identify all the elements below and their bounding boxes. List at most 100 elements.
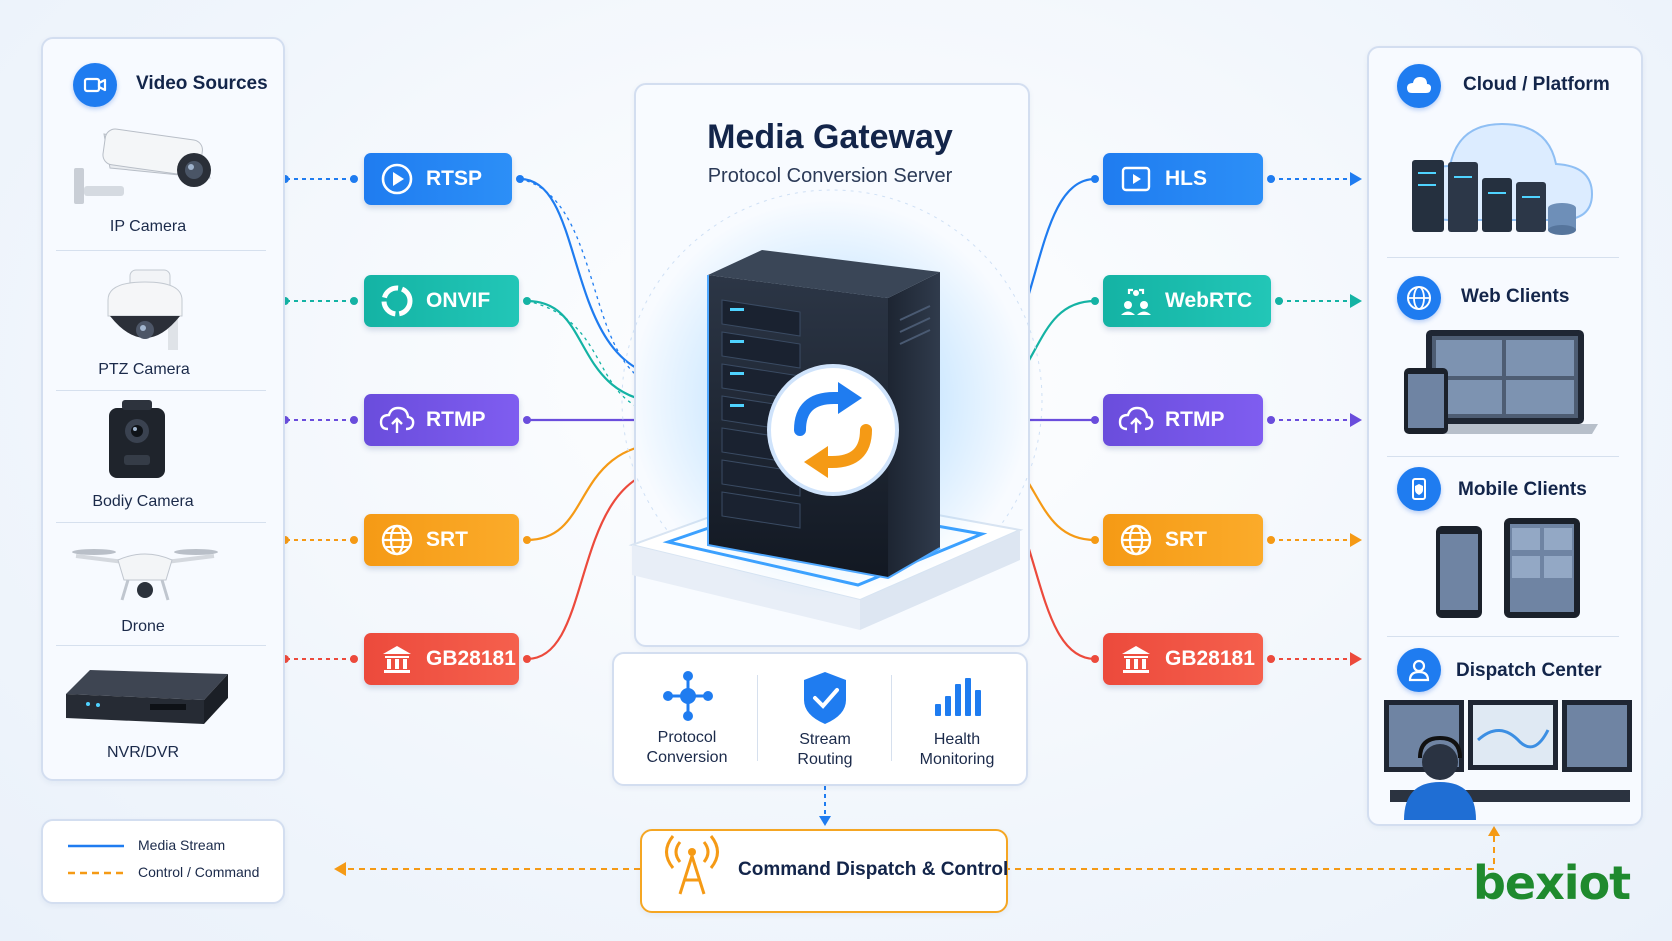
globe-icon [378,521,416,559]
divider [56,645,266,646]
divider [1387,456,1619,457]
video-camera-icon [73,63,117,107]
web-clients-illustration [1404,330,1598,434]
output-label: GB28181 [1165,647,1255,670]
cloud-servers-illustration [1412,122,1594,235]
input-label: ONVIF [426,289,491,312]
command-dispatch-label: Command Dispatch & Control [738,859,1009,880]
device-label-ptz-camera: PTZ Camera [98,361,190,378]
government-building-icon [1117,640,1155,678]
gateway-title: Media Gateway [707,118,953,156]
connector-dot [350,655,358,663]
command-right-line [1004,836,1495,870]
video-sources-title: Video Sources [136,73,268,94]
legend-label-media: Media Stream [138,837,226,853]
drone-icon [72,549,218,601]
output-pill-webrtc: WebRTC [1103,275,1271,327]
legend-box [41,819,285,904]
video-play-icon [1117,160,1155,198]
output-label: HLS [1165,167,1207,190]
gateway-subtitle: Protocol Conversion Server [707,165,953,187]
body-camera-icon [109,400,165,478]
ip-camera-icon [74,128,211,204]
dispatch-center-illustration [1384,700,1632,820]
destination-title-mobile-clients: Mobile Clients [1458,479,1587,500]
input-pill-onvif: ONVIF [364,275,519,327]
feature-label-stream-routing: Stream Routing [797,731,853,768]
divider [56,522,266,523]
output-pill-hls: HLS [1103,153,1263,205]
globe-icon [1397,276,1441,320]
command-arrow-left [334,862,346,876]
connector-dot [350,536,358,544]
feature-label-protocol-conversion: Protocol Conversion [646,729,728,766]
globe-icon [1117,521,1155,559]
divider [56,390,266,391]
play-icon [378,160,416,198]
legend-label-control: Control / Command [138,864,260,880]
user-icon [1397,648,1441,692]
divider [1387,636,1619,637]
input-label: SRT [426,528,468,551]
destination-title-web-clients: Web Clients [1461,286,1570,307]
input-pill-gb28181: GB28181 [364,633,519,685]
divider [891,675,892,761]
bar-chart-icon [935,678,981,716]
bexiot-logo: bexiot [1473,856,1631,910]
destination-arrow [1350,652,1362,666]
device-label-nvr-dvr: NVR/DVR [106,744,179,761]
connector-dot [350,297,358,305]
input-pill-rtsp: RTSP [364,153,512,205]
destination-title-dispatch-center: Dispatch Center [1456,660,1602,681]
peer-users-icon [1117,282,1155,320]
divider [1387,257,1619,258]
government-building-icon [378,640,416,678]
cloud-upload-icon [378,401,416,439]
output-pill-gb28181: GB28181 [1103,633,1263,685]
destination-arrow [1350,533,1362,547]
output-label: SRT [1165,528,1207,551]
device-label-drone: Drone [121,618,165,635]
destination-arrow [1350,413,1362,427]
output-pill-rtmp: RTMP [1103,394,1263,446]
output-label: RTMP [1165,408,1225,431]
feature-label-health-monitoring: Health Monitoring [919,731,995,768]
output-label: WebRTC [1165,289,1253,312]
mobile-clients-illustration [1436,518,1580,618]
input-label: RTSP [426,167,483,190]
cloud-upload-icon [1117,401,1155,439]
ptz-camera-icon [107,269,183,350]
destination-title-cloud: Cloud / Platform [1463,74,1610,95]
command-arrow-up [1488,826,1500,836]
input-flow-line-secondary [519,178,673,389]
input-pill-rtmp: RTMP [364,394,519,446]
input-pill-srt: SRT [364,514,519,566]
device-label-ip-camera: IP Camera [109,218,187,235]
command-dispatch-box [640,829,1008,913]
connector-dot [350,416,358,424]
input-label: RTMP [426,408,486,431]
cloud-icon [1397,64,1441,108]
divider [56,250,266,251]
output-pill-srt: SRT [1103,514,1263,566]
destination-arrow [1350,294,1362,308]
ring-icon [378,282,416,320]
mobile-shield-icon [1397,467,1441,511]
nvr-dvr-icon [66,670,228,724]
input-label: GB28181 [426,647,516,670]
protocol-conversion-icon [663,671,713,721]
destination-arrow [1350,172,1362,186]
connector-dot [350,175,358,183]
sync-arrows-icon [794,382,872,478]
command-arrow-down [819,816,831,826]
antenna-icon [665,835,719,895]
shield-check-icon [804,672,846,724]
device-label-body-camera: Bodiy Camera [92,493,194,510]
